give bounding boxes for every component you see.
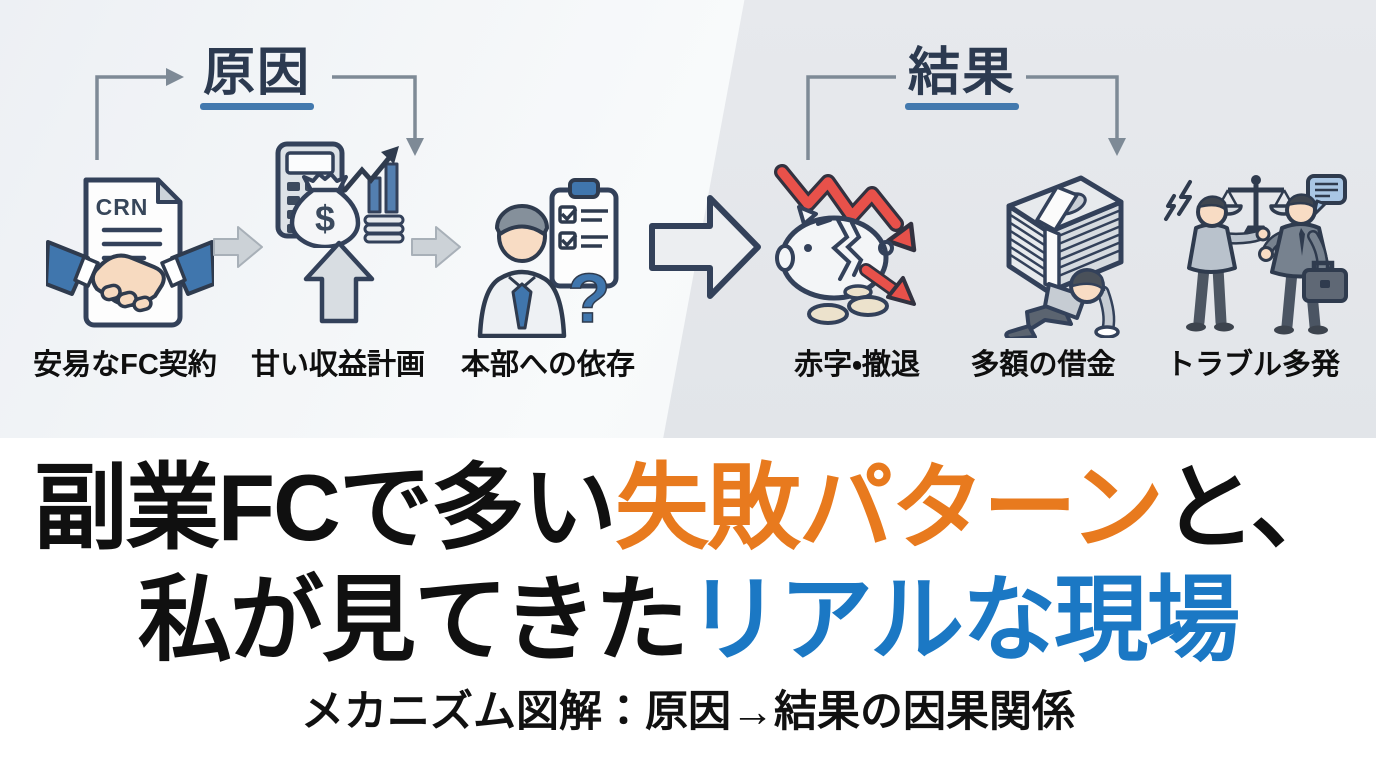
result-heading-underline (905, 103, 1019, 110)
cause-item-label: 本部への依存 (460, 349, 635, 381)
headline-line-2: 私が見てきたリアルな現場 (0, 564, 1376, 676)
calculator-money-chart-icon: $ (275, 141, 405, 248)
dispute-people-scale-icon (1164, 174, 1348, 335)
cause-to-effect-arrow-icon (649, 195, 761, 299)
svg-text:CRN: CRN (96, 194, 149, 220)
contract-handshake-icon: CRN (46, 177, 214, 328)
cause-heading: 原因 (202, 44, 311, 102)
headline-line2-pre: 私が見てきた (137, 567, 689, 672)
result-heading: 結果 (907, 44, 1016, 102)
headline-line2-highlight: リアルな現場 (687, 567, 1240, 672)
right-chevron-arrow-icon (213, 226, 263, 268)
headline-line1-pre: 副業FCで多い (33, 455, 617, 560)
right-chevron-arrow-icon (411, 226, 461, 268)
effect-item-label: 多額の借金 (970, 349, 1116, 381)
cause-item-label: 甘い収益計画 (250, 349, 425, 381)
headline-line1-highlight: 失敗パターン (614, 455, 1164, 560)
cause-item-label: 安易なFC契約 (33, 349, 217, 381)
svg-text:?: ? (568, 259, 611, 337)
effect-item-label: 赤字・撤退 (794, 349, 920, 381)
headline-line1-post: と、 (1162, 455, 1344, 560)
up-arrow-icon (303, 240, 375, 324)
svg-text:$: $ (315, 198, 335, 239)
money-stack-burden-icon (1004, 175, 1124, 338)
cause-effect-diagram: 原因 結果 CRN (0, 0, 1376, 438)
headline-subtitle: メカニズム図解：原因→結果の因果関係 (301, 688, 1075, 736)
person-checklist-question-icon: ? (477, 178, 619, 338)
broken-piggy-bank-icon (774, 164, 917, 325)
headline-block: 副業FCで多い失敗パターンと、 私が見てきたリアルな現場 メカニズム図解：原因→… (0, 438, 1376, 738)
bracket-connector-lines (95, 68, 1126, 160)
cause-heading-underline (200, 103, 314, 110)
effect-item-label: トラブル多発 (1165, 349, 1340, 381)
headline-line-1: 副業FCで多い失敗パターンと、 (0, 452, 1376, 564)
